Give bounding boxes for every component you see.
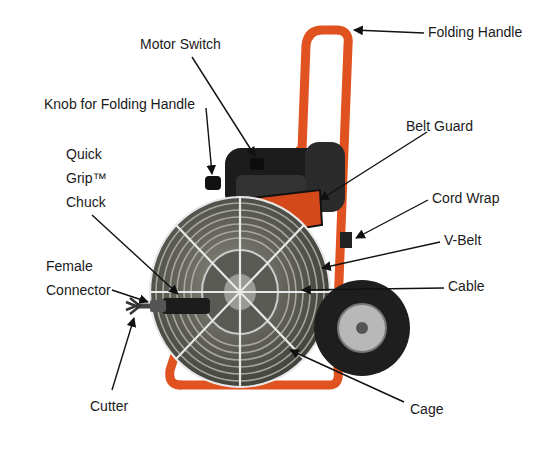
cage xyxy=(150,197,330,387)
wheel xyxy=(314,280,410,376)
leader-lines xyxy=(92,30,444,402)
drum xyxy=(150,197,330,387)
part-label: Folding Handle xyxy=(428,20,522,44)
part-label: Motor Switch xyxy=(140,32,221,56)
part-label: Cage xyxy=(410,397,443,421)
part-label: Belt Guard xyxy=(406,114,473,138)
part-label: Knob for Folding Handle xyxy=(44,92,195,116)
chuck xyxy=(126,298,210,314)
part-label: Cord Wrap xyxy=(432,186,499,210)
part-label: Cable xyxy=(448,274,485,298)
cord-wrap xyxy=(340,232,352,248)
part-label: Female Connector xyxy=(46,254,128,302)
part-label: Cutter xyxy=(90,394,128,418)
part-label: V-Belt xyxy=(444,228,481,252)
part-label: Quick Grip™ Chuck xyxy=(66,142,118,214)
